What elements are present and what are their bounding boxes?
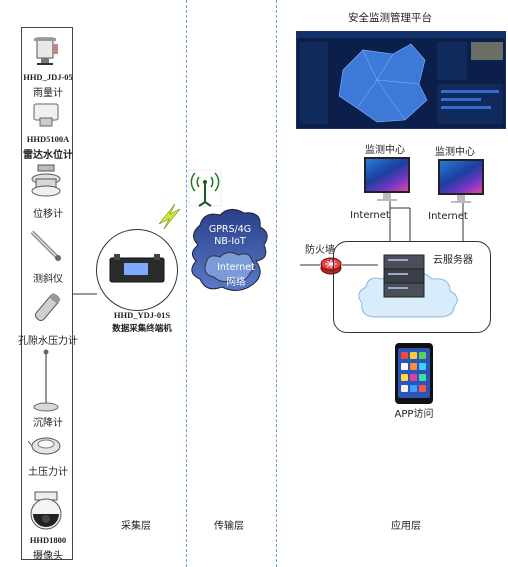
platform-dashboard-image [296,31,506,129]
inclinometer-icon [30,230,62,262]
rain-gauge-model: HHD_JDJ-05 [23,72,73,82]
phone-icon [395,343,433,404]
terminal-device-icon [109,254,165,283]
network-line2: NB-IoT [214,236,246,247]
camera-name: 摄像头 [33,551,63,562]
firewall-label: 防火墙 [305,245,335,256]
router-icon [320,257,342,275]
settlement-name: 沉降计 [33,418,63,429]
monitor-right-icon [438,159,484,195]
layer-divider-2 [276,0,277,567]
pore-pressure-name: 孔隙水压力计 [18,336,78,347]
server-cloud-icon [358,254,458,318]
earth-pressure-name: 土压力计 [28,467,68,478]
lightning-icon [158,203,181,230]
layer-label-transmit: 传输层 [214,521,244,532]
app-access-label: APP访问 [394,409,434,420]
layer-label-apply: 应用层 [391,521,421,532]
sensor-column [21,27,73,560]
layer-divider-1 [186,0,187,567]
cloud-server-box [333,241,491,333]
rain-gauge-icon [34,37,58,65]
radar-gauge-icon [33,103,59,127]
monitor-left-label: 监测中心 [365,145,405,156]
antenna-icon [188,169,222,207]
displacement-icon [31,164,61,197]
settlement-icon [33,349,59,412]
monitor-left-icon [364,157,410,193]
rain-gauge-name: 雨量计 [33,88,63,99]
earth-pressure-icon [28,437,61,455]
monitor-right-caption: Internet [428,211,468,222]
network-internet: Internet [217,262,255,273]
terminal-circle [96,229,178,311]
cloud-server-label: 云服务器 [433,255,473,266]
network-cloud-icon [191,209,268,291]
radar-gauge-model: HHD5100A [26,134,70,144]
terminal-model: HHD_YDJ-01S [113,310,171,320]
terminal-name: 数据采集终端机 [112,323,172,333]
camera-model: HHD1800 [29,535,67,545]
layer-label-collect: 采集层 [121,521,151,532]
platform-title: 安全监测管理平台 [348,12,432,24]
inclinometer-name: 测斜仪 [33,274,63,285]
network-line1: GPRS/4G [208,224,252,235]
pore-pressure-icon [34,292,61,322]
monitor-left-caption: Internet [350,210,390,221]
camera-icon [30,491,62,530]
displacement-name: 位移计 [33,209,63,220]
network-net: 网络 [226,277,246,288]
radar-gauge-name: 雷达水位计 [23,150,73,161]
monitor-right-label: 监测中心 [435,147,475,158]
